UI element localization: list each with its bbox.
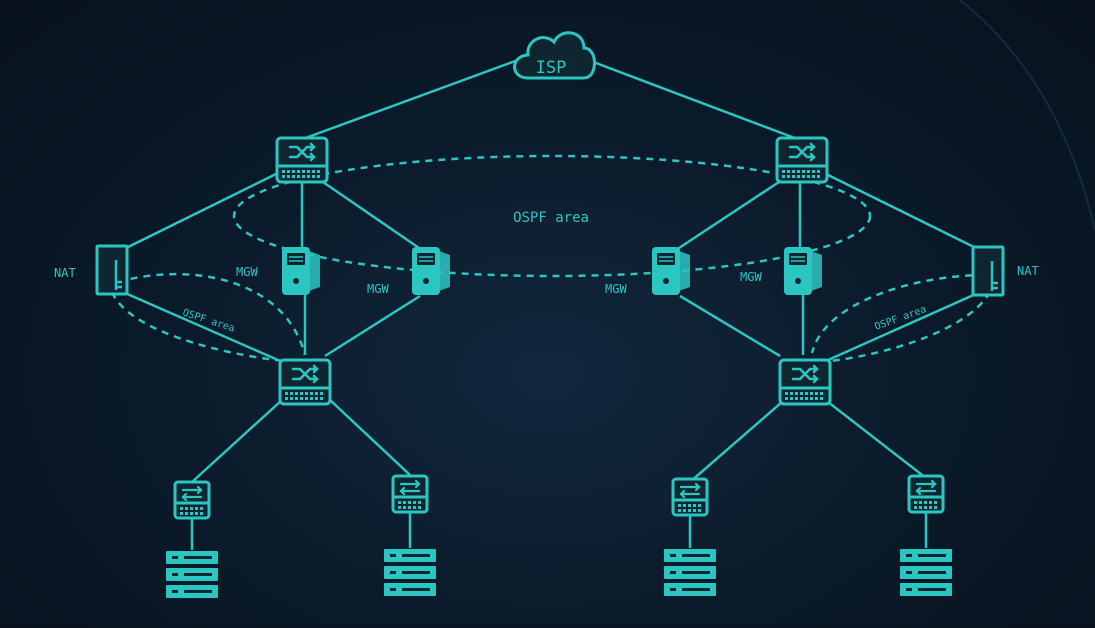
- link-nat-left-dist: [124, 291, 279, 362]
- nat-right-label: NAT: [1017, 264, 1039, 278]
- isp-cloud[interactable]: ISP: [513, 31, 596, 80]
- media-gateway-icon-1[interactable]: [281, 246, 321, 296]
- media-gateway-icon-2[interactable]: [411, 246, 451, 296]
- ospf-area-main-label: OSPF area: [513, 210, 589, 226]
- link-right-dist-access4: [827, 401, 927, 479]
- access-switch-icon-3[interactable]: [671, 477, 709, 517]
- nat-firewall-icon-right[interactable]: [971, 245, 1005, 297]
- mgw-label-4: MGW: [740, 270, 762, 284]
- ospf-area-right-top: [810, 273, 986, 354]
- core-switch-icon-right[interactable]: [775, 136, 829, 184]
- link-nat-right-dist: [827, 291, 979, 362]
- cloud-icon: [513, 31, 596, 80]
- link-left-core-nat: [117, 170, 281, 254]
- mgw-label-1: MGW: [236, 265, 258, 279]
- link-mgw3-right-dist: [679, 294, 781, 358]
- link-isp-right-core: [587, 58, 801, 142]
- ospf-area-left-bottom: [110, 291, 297, 364]
- link-isp-left-core: [299, 58, 519, 142]
- background-arc: [959, 0, 1095, 231]
- isp-label: ISP: [536, 58, 567, 78]
- distribution-switch-icon-right[interactable]: [778, 358, 832, 406]
- link-left-core-mgw2: [319, 178, 423, 252]
- access-switch-icon-1[interactable]: [173, 480, 211, 520]
- access-switch-icon-4[interactable]: [907, 474, 945, 514]
- ospf-area-main: [232, 154, 872, 278]
- link-left-dist-access2: [329, 399, 411, 476]
- media-gateway-icon-4[interactable]: [783, 246, 823, 296]
- server-rack-icon-1[interactable]: [166, 551, 218, 598]
- nat-left-label: NAT: [54, 266, 76, 280]
- link-right-core-mgw3: [675, 178, 783, 252]
- ospf-area-left-top: [117, 272, 307, 356]
- distribution-switch-icon-left[interactable]: [278, 358, 332, 406]
- link-left-dist-access1: [191, 399, 283, 483]
- link-right-dist-access3: [689, 401, 783, 483]
- server-rack-icon-2[interactable]: [384, 549, 436, 596]
- network-links: [117, 58, 981, 550]
- media-gateway-icon-3[interactable]: [651, 246, 691, 296]
- mgw-label-2: MGW: [367, 282, 389, 296]
- core-switch-icon-left[interactable]: [275, 136, 329, 184]
- server-rack-icon-4[interactable]: [900, 549, 952, 596]
- link-right-core-nat: [821, 170, 981, 252]
- ospf-area-right-bottom: [819, 291, 992, 364]
- mgw-label-3: MGW: [605, 282, 627, 296]
- link-mgw2-left-dist: [324, 294, 421, 358]
- server-rack-icon-3[interactable]: [664, 549, 716, 596]
- nat-firewall-icon-left[interactable]: [95, 244, 129, 296]
- access-switch-icon-2[interactable]: [391, 474, 429, 514]
